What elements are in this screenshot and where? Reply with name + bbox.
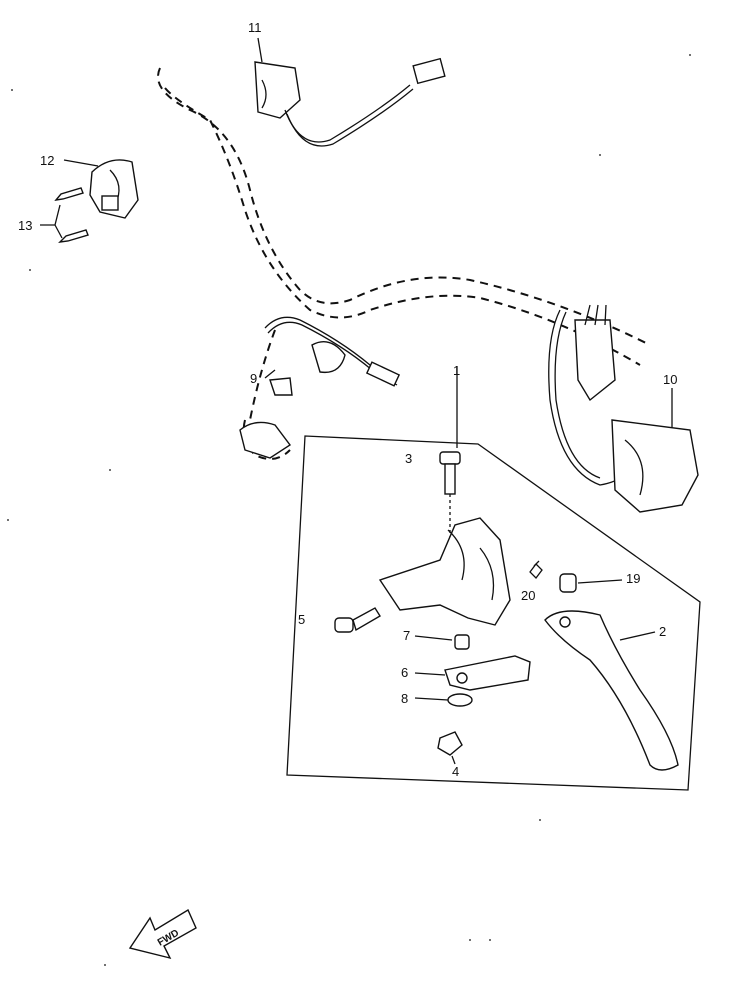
label-10: 10 — [663, 372, 677, 387]
label-9: 9 — [250, 371, 257, 386]
part-1-holder — [378, 366, 511, 626]
label-4: 4 — [452, 764, 459, 779]
label-13: 13 — [18, 218, 32, 233]
handlebar-outline — [157, 67, 651, 460]
lever-assembly-frame — [286, 435, 701, 791]
part-8-washer — [414, 693, 473, 707]
part-7-collar — [414, 634, 470, 650]
label-12: 12 — [40, 153, 54, 168]
part-10-switch — [548, 304, 699, 513]
scan-noise — [7, 54, 691, 966]
part-4-nut — [437, 731, 463, 765]
forward-arrow-icon: FWD — [128, 908, 197, 960]
label-1: 1 — [453, 363, 460, 378]
part-12-holder — [63, 159, 139, 219]
part-13-screws — [40, 187, 89, 243]
label-11: 11 — [248, 20, 262, 35]
label-19: 19 — [626, 571, 640, 586]
label-7: 7 — [403, 628, 410, 643]
label-3: 3 — [405, 451, 412, 466]
label-5: 5 — [298, 612, 305, 627]
label-8: 8 — [401, 691, 408, 706]
part-19-bushing — [559, 573, 623, 593]
part-20-spring — [529, 560, 543, 579]
label-2: 2 — [659, 624, 666, 639]
part-2-lever — [544, 610, 679, 771]
label-20: 20 — [521, 588, 535, 603]
part-6-plate — [414, 655, 531, 691]
part-5-bolt — [334, 607, 381, 633]
part-11-switch — [254, 37, 446, 147]
part-9-cable — [239, 316, 401, 459]
label-6: 6 — [401, 665, 408, 680]
